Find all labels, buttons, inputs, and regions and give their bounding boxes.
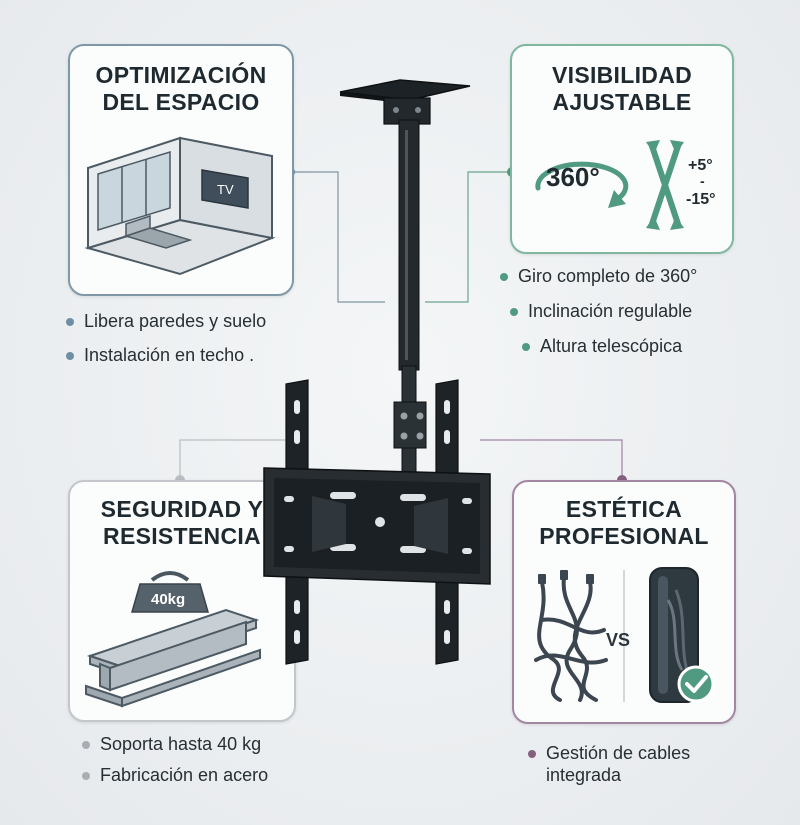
vs-label: VS bbox=[606, 630, 630, 650]
tilt-separator: - bbox=[700, 173, 705, 189]
visibility-bullet-3: Altura telescópica bbox=[522, 336, 682, 357]
bullet-dot bbox=[528, 749, 536, 758]
rotate-arrow-icon bbox=[535, 161, 629, 203]
messy-cables-icon bbox=[534, 576, 608, 702]
visibility-bullet-1: Giro completo de 360° bbox=[500, 266, 697, 287]
rotation-illustration: 360° +5° - -15° bbox=[535, 140, 716, 230]
visibility-title-line1: VISIBILIDAD bbox=[551, 62, 693, 88]
bullet-dot bbox=[82, 771, 90, 780]
space-bullet-2-text: Instalación en techo . bbox=[84, 345, 255, 365]
tilt-arrows-icon bbox=[649, 143, 681, 227]
checkmark-icon bbox=[677, 665, 715, 703]
bullet-dot bbox=[522, 342, 530, 351]
space-bullet-1-text: Libera paredes y suelo bbox=[84, 311, 267, 331]
tilt-down-label: -15° bbox=[686, 191, 716, 208]
bullet-dot bbox=[510, 307, 518, 316]
weight-label: 40kg bbox=[151, 591, 185, 608]
security-title-line2: RESISTENCIA bbox=[103, 523, 261, 549]
tilt-joint bbox=[393, 401, 427, 449]
visibility-bullet-2: Inclinación regulable bbox=[510, 301, 692, 322]
weight-icon bbox=[131, 583, 209, 613]
tilt-up-label: +5° bbox=[688, 157, 713, 174]
visibility-title-line2: AJUSTABLE bbox=[552, 89, 692, 115]
aesthetics-panel: ESTÉTICA PROFESIONAL VS bbox=[512, 480, 736, 724]
space-title-line2: DEL ESPACIO bbox=[102, 89, 260, 115]
telescopic-pole bbox=[398, 119, 420, 371]
visibility-bullet-3-text: Altura telescópica bbox=[540, 336, 683, 356]
security-title-line1: SEGURIDAD Y bbox=[100, 496, 264, 522]
rotation-label: 360° bbox=[546, 162, 600, 192]
bullet-dot bbox=[82, 740, 90, 749]
space-panel: OPTIMIZACIÓN DEL ESPACIO TV bbox=[68, 44, 294, 296]
steel-beam-illustration: 40kg bbox=[85, 571, 261, 708]
space-bullet-1: Libera paredes y suelo bbox=[66, 311, 266, 332]
weight-handle bbox=[150, 571, 190, 582]
visibility-panel: VISIBILIDAD AJUSTABLE 360° +5° - -15° bbox=[510, 44, 734, 254]
visibility-bullet-1-text: Giro completo de 360° bbox=[518, 266, 698, 286]
security-bullet-2-text: Fabricación en acero bbox=[100, 765, 269, 785]
security-bullet-1-text: Soporta hasta 40 kg bbox=[100, 734, 262, 754]
room-illustration: TV bbox=[84, 136, 276, 276]
security-bullet-1: Soporta hasta 40 kg bbox=[82, 734, 261, 755]
visibility-bullet-2-text: Inclinación regulable bbox=[528, 301, 693, 321]
tv-icon bbox=[201, 169, 249, 209]
aesthetics-title-line2: PROFESIONAL bbox=[539, 523, 709, 549]
tv-label: TV bbox=[217, 182, 234, 197]
bullet-dot bbox=[500, 272, 508, 281]
aesthetics-bullet-2-text: integrada bbox=[546, 765, 622, 785]
space-title-line1: OPTIMIZACIÓN bbox=[95, 62, 267, 88]
cable-management-illustration: VS bbox=[534, 567, 715, 703]
security-bullet-2: Fabricación en acero bbox=[82, 765, 268, 786]
security-panel: SEGURIDAD Y RESISTENCIA 40kg bbox=[68, 480, 296, 722]
aesthetics-bullet-1: Gestión de cables bbox=[528, 743, 690, 764]
bullet-dot bbox=[66, 317, 74, 326]
aesthetics-bullet-2: integrada bbox=[546, 765, 621, 786]
space-bullet-2: Instalación en techo . bbox=[66, 345, 254, 366]
aesthetics-bullet-1-text: Gestión de cables bbox=[546, 743, 691, 763]
aesthetics-title-line1: ESTÉTICA bbox=[565, 496, 683, 522]
bullet-dot bbox=[66, 351, 74, 360]
